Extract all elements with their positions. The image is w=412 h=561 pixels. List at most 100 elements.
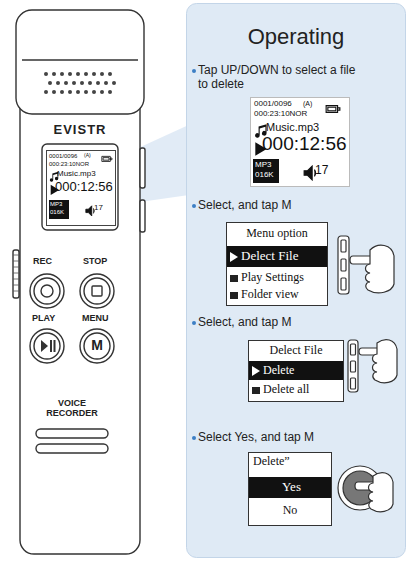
panel-ground	[187, 4, 406, 558]
text-row: 016K	[50, 209, 64, 216]
selected-row: Yes	[249, 477, 331, 498]
button-label: M	[87, 337, 107, 353]
row-marker	[252, 366, 260, 376]
text-row: Music.mp3	[266, 121, 319, 133]
hand-side-press	[348, 340, 397, 392]
node-text: MP3	[50, 201, 62, 207]
row-marker	[252, 387, 260, 394]
play-button	[30, 329, 64, 363]
node-text: 17	[315, 163, 328, 177]
brand-name: EVISTR	[30, 123, 130, 138]
menu-box: Delete” YesNo	[248, 452, 332, 526]
rec-button-ring	[34, 278, 60, 304]
step-text: Select, and tap M	[198, 316, 291, 330]
menu-box: Menu optionDelect FilePlay SettingsFolde…	[226, 222, 328, 306]
node-text: 17	[94, 203, 103, 212]
step-text: Tap UP/DOWN to select a file to delete	[198, 64, 368, 92]
node-text: 000:12:56	[262, 133, 347, 154]
row-marker	[230, 252, 238, 262]
step-text: Select Yes, and tap M	[198, 431, 314, 445]
hand-side-press	[338, 236, 394, 294]
side-switch	[13, 250, 19, 298]
node-text: (A)	[84, 152, 91, 158]
node-text: 000:12:56	[55, 179, 113, 194]
recorder-cap	[16, 10, 144, 114]
stop-button	[80, 274, 114, 308]
text-row: (A)	[303, 100, 312, 108]
text-row: Play Settings	[230, 271, 304, 284]
menu-button	[80, 329, 114, 363]
node-text: MP3	[255, 160, 271, 169]
switch-ridges	[13, 255, 19, 291]
step-text: Select, and tap M	[198, 199, 291, 213]
node-text: 000:23:10NOR	[254, 109, 307, 118]
text-row: 0001/0096	[49, 153, 77, 160]
lcd-screen: 0001/0096 (A) 000:23:10NOR Music.mp3000:12:…	[250, 97, 350, 187]
node-text: 016K	[50, 209, 64, 215]
text-row: No	[249, 504, 331, 517]
node-text: 0001/0096	[254, 99, 292, 108]
screen-bezel	[42, 144, 118, 230]
side-button	[140, 148, 145, 188]
bullets	[192, 69, 196, 440]
stop-button-ring	[84, 278, 110, 304]
node-text: 000:23:10NOR	[49, 161, 89, 167]
text-row: MP3	[255, 161, 271, 170]
button-label: REC	[33, 256, 52, 266]
hand-round-press	[338, 466, 393, 512]
text-row: MP3	[50, 201, 62, 208]
node-text: Operating	[248, 24, 345, 49]
selected-row: Delect File	[227, 246, 327, 267]
recorder-body	[20, 92, 140, 554]
node-text: Delete	[263, 364, 294, 377]
lcd-screen: 0001/0096 (A) 000:23:10NOR Music.mp3000:12:…	[46, 150, 116, 226]
node-text: Menu option	[246, 226, 308, 240]
text-row: Music.mp3	[57, 170, 96, 179]
node-text: Delete”	[253, 454, 290, 468]
menu-box: Delect FileDeleteDelete all	[248, 340, 344, 402]
node-text: Play Settings	[241, 270, 304, 284]
text-row: Menu option	[227, 227, 327, 240]
node-text: (A)	[303, 100, 312, 107]
node-text: Music.mp3	[266, 121, 319, 133]
node-text: Delect File	[270, 343, 323, 357]
slot	[36, 429, 108, 438]
cap-line	[22, 59, 138, 60]
text-row: Operating	[186, 25, 406, 49]
text-row: 016K	[255, 171, 274, 180]
text-row: Delete”	[253, 455, 290, 468]
text-row: 17	[315, 164, 328, 177]
text-row: 000:12:56	[55, 180, 113, 194]
button-label: PLAY	[32, 313, 55, 323]
speaker-grille	[44, 72, 116, 94]
button-label: MENU	[82, 313, 109, 323]
node-text: Folder view	[241, 287, 299, 301]
play-button-ring	[34, 333, 60, 359]
voice-recorder	[13, 10, 145, 554]
button-label: VOICE RECORDER	[40, 398, 104, 419]
node-text: 0001/0096	[49, 153, 77, 159]
text-row: 000:23:10NOR	[49, 161, 89, 168]
row-marker	[230, 275, 238, 282]
node-text: Music.mp3	[57, 169, 96, 178]
text-row: 17	[94, 204, 103, 213]
node-text: 016K	[255, 170, 274, 179]
node-text: No	[283, 503, 298, 517]
text-row: Folder view	[230, 288, 299, 301]
stop-symbol	[92, 286, 102, 296]
menu-button-ring	[84, 333, 110, 359]
text-row: Delect File	[249, 344, 343, 357]
selected-row: Delete	[249, 361, 343, 380]
slot	[36, 444, 108, 453]
text-row: 000:23:10NOR	[254, 110, 307, 119]
play-symbol	[41, 340, 56, 352]
node-text: Delect File	[241, 249, 298, 263]
text-row: 000:12:56	[262, 134, 347, 155]
text-row: Delete all	[252, 383, 309, 396]
battery-icon	[101, 153, 113, 165]
text-row: 0001/0096	[254, 100, 292, 109]
rec-symbol	[41, 285, 53, 297]
node-text: Delete all	[263, 382, 309, 396]
